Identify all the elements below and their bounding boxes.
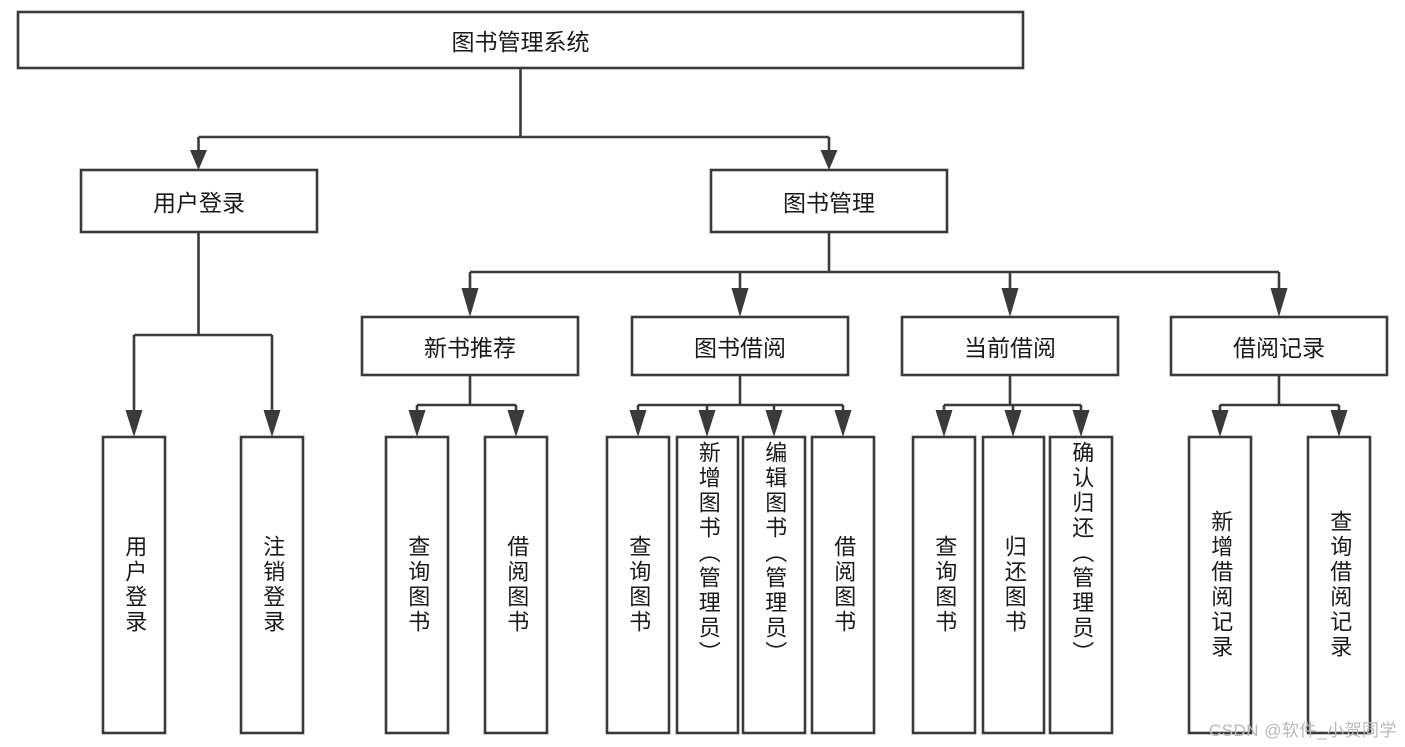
node-leaf-return-book[interactable]	[981, 435, 1046, 735]
node-borrow-record[interactable]	[1169, 315, 1389, 377]
node-leaf-borrow-book[interactable]	[810, 435, 876, 735]
node-leaf-query-book-borrow[interactable]	[605, 435, 671, 735]
arrow-head-leaf-confirm-return	[1072, 410, 1090, 437]
node-leaf-confirm-return-admin[interactable]	[1048, 435, 1114, 735]
arrow-head-new-book-rec	[461, 288, 479, 317]
node-leaf-edit-book-admin[interactable]	[741, 435, 807, 735]
node-leaf-query-book-current[interactable]	[911, 435, 977, 735]
arrow-head-leaf-return-book	[1004, 410, 1022, 437]
csdn-watermark: CSDN @软件_小贺同学	[1208, 721, 1397, 740]
arrow-head-leaf-borrow-book-1	[507, 410, 525, 437]
arrow-head-leaf-add-book	[698, 410, 716, 437]
arrow-head-user-login	[190, 150, 207, 170]
arrow-head-leaf-query-book-1	[408, 410, 426, 437]
connector-group-current-borrow	[935, 375, 1090, 437]
node-leaf-add-borrow-record[interactable]	[1187, 435, 1253, 735]
arrow-head-leaf-borrow-book-2	[834, 410, 852, 437]
node-book-management[interactable]	[709, 168, 949, 234]
arrow-head-book-mgmt	[820, 150, 838, 170]
node-book-borrow[interactable]	[630, 315, 850, 377]
connector-group-borrow-record	[1211, 375, 1348, 437]
node-new-book-recommend[interactable]	[360, 315, 580, 377]
arrow-head-leaf-query-book-3	[935, 410, 953, 437]
node-leaf-borrow-book-rec[interactable]	[483, 435, 549, 735]
node-root-book-mgmt-system[interactable]	[16, 10, 1025, 70]
connector-group-user-login	[125, 232, 281, 437]
node-leaf-query-borrow-record[interactable]	[1306, 435, 1372, 735]
connector-group-book-borrow	[629, 375, 852, 437]
connector-group-root	[190, 68, 838, 170]
node-leaf-add-book-admin[interactable]	[675, 435, 740, 735]
node-leaf-query-book-rec[interactable]	[384, 435, 450, 735]
arrow-head-leaf-edit-book	[765, 410, 783, 437]
node-current-borrow[interactable]	[900, 315, 1120, 377]
arrow-head-current-borrow	[1001, 288, 1019, 317]
arrow-head-borrow-record	[1270, 288, 1288, 317]
connector-group-new-book-rec	[408, 375, 525, 437]
connector-group-book-mgmt	[461, 232, 1288, 317]
node-leaf-user-login[interactable]	[101, 435, 167, 735]
arrow-head-leaf-query-book-2	[629, 410, 647, 437]
arrow-head-leaf-logout	[263, 410, 281, 437]
node-leaf-logout[interactable]	[239, 435, 305, 735]
arrow-head-book-borrow	[731, 288, 749, 317]
arrow-head-leaf-query-record	[1330, 410, 1348, 437]
node-user-login[interactable]	[79, 168, 319, 234]
arrow-head-leaf-add-record	[1211, 410, 1229, 437]
arrow-head-leaf-user-login	[125, 410, 143, 437]
